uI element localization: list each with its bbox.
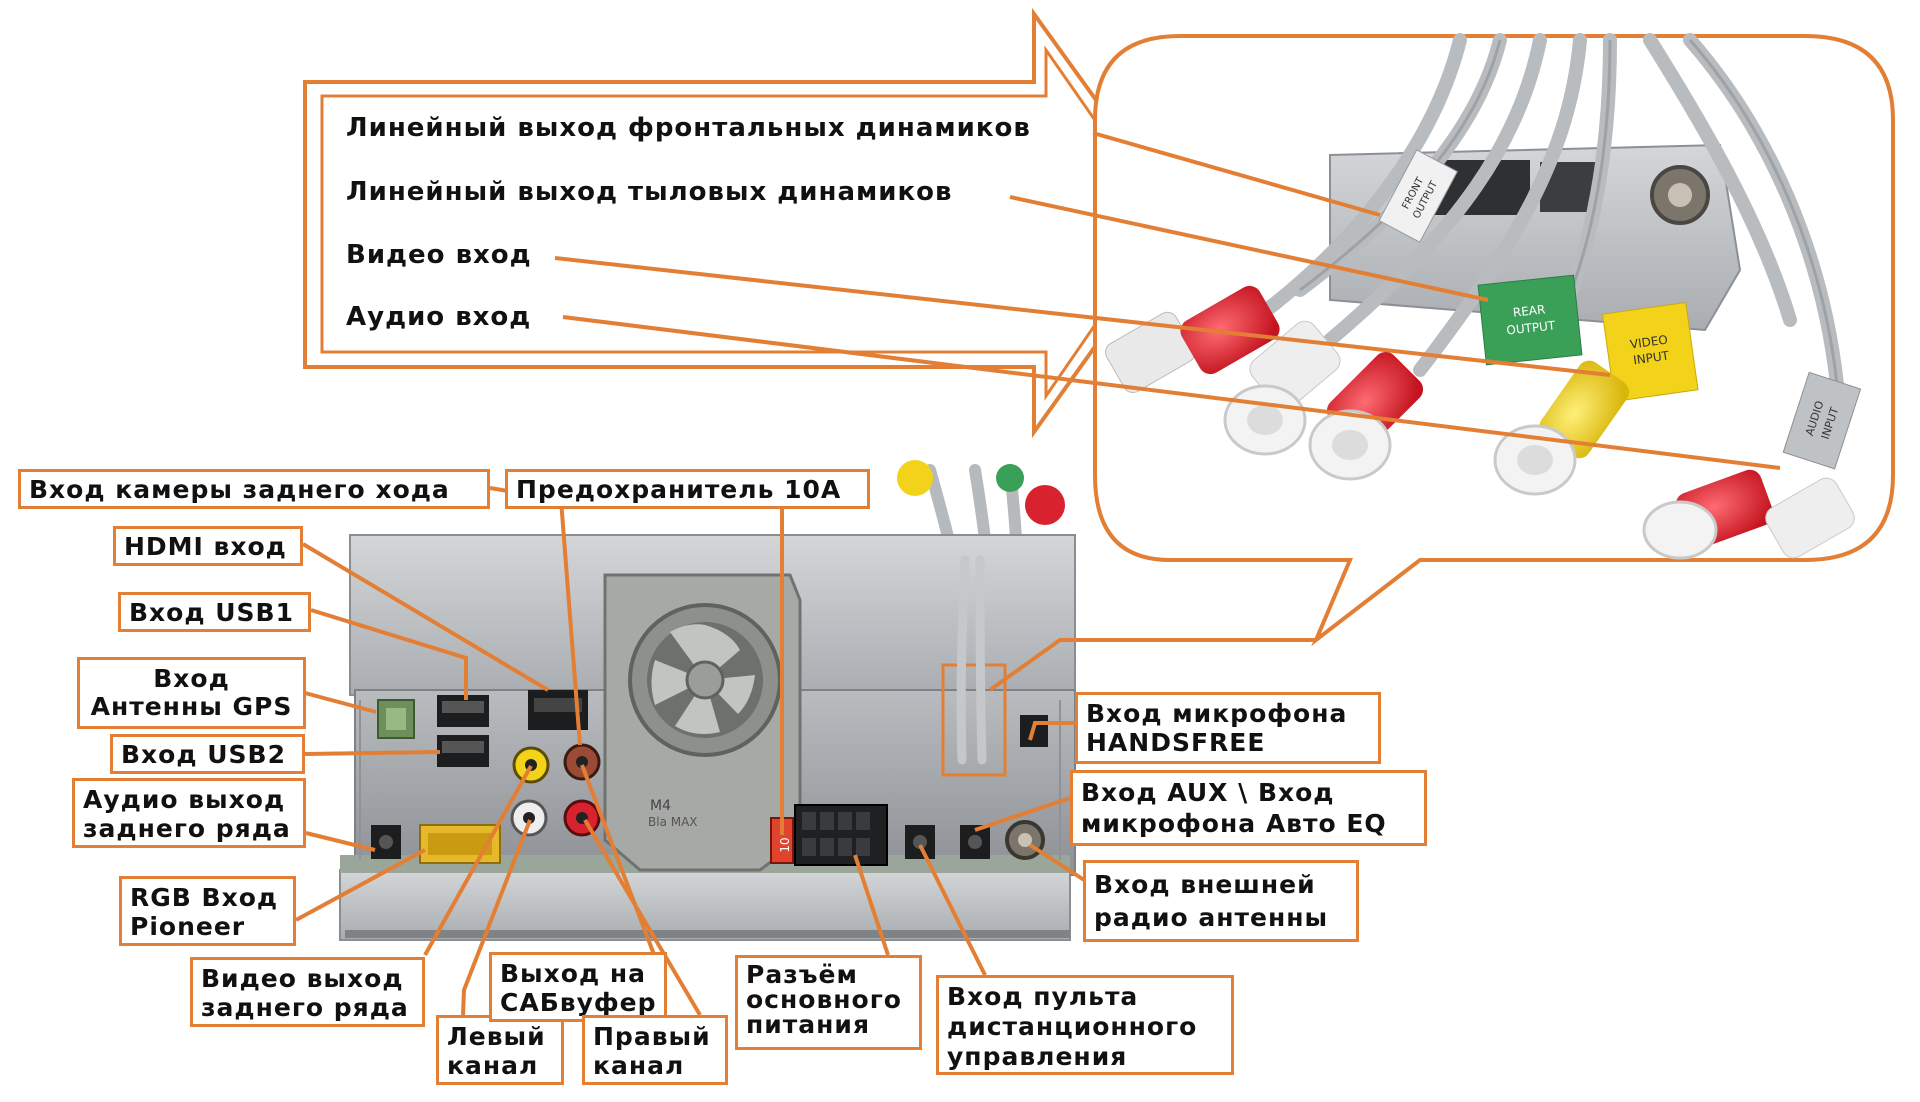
arrow-label-audio-in: Аудио вход <box>346 302 532 332</box>
arrow-label-video-in: Видео вход <box>346 240 532 270</box>
brand-text: Bla MAX <box>648 815 698 829</box>
video-tag-text-2: INPUT <box>1632 348 1670 367</box>
label-fuse: Предохранитель 10А <box>505 469 870 509</box>
label-hdmi-input: HDMI вход <box>113 526 303 566</box>
video-tag-text: VIDEO <box>1629 333 1669 352</box>
fuse-text: 10 <box>778 837 792 852</box>
label-camera-input: Вход камеры заднего хода <box>18 469 490 509</box>
label-usb1-input: Вход USB1 <box>118 592 311 632</box>
arrow-leaders <box>554 131 1781 470</box>
arrow-label-rear: Линейный выход тыловых динамиков <box>346 177 953 207</box>
rear-tag-text-2: OUTPUT <box>1506 318 1557 337</box>
arrow-callout <box>303 7 1187 439</box>
badge-text: M4 <box>650 798 671 814</box>
harness-photo: FRONT OUTPUT REAR OUTPUT VIDEO INPUT AUD… <box>1105 33 1862 560</box>
arrow-label-front: Линейный выход фронтальных динамиков <box>346 113 1031 143</box>
rear-tag-text: REAR <box>1512 302 1546 319</box>
head-unit: M4 Bla MAX 10 <box>339 460 1076 941</box>
label-usb2-input: Вход USB2 <box>110 734 305 774</box>
